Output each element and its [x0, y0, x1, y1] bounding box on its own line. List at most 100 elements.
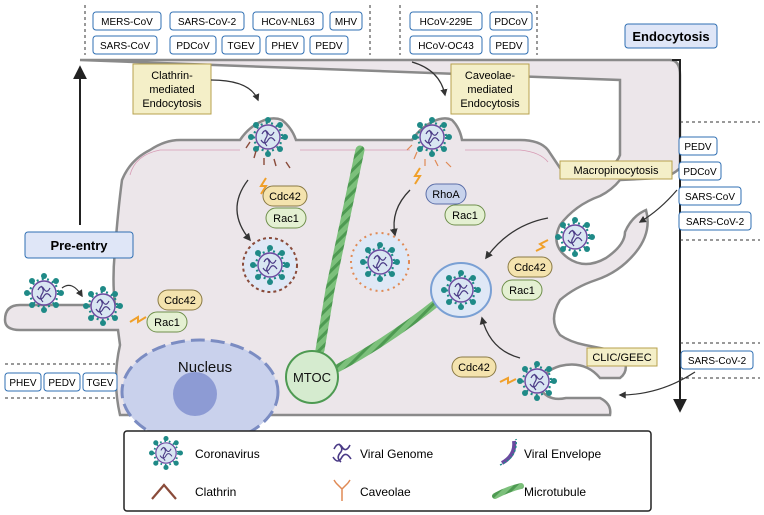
svg-text:mediated: mediated [149, 84, 194, 96]
endocytosis-header: Endocytosis [624, 23, 718, 49]
tag-pedv-right: PEDV [678, 136, 718, 156]
tag-pdcov-top-left: PDCoV [169, 35, 217, 55]
protein-rhoa: RhoA [425, 183, 467, 205]
tag-pedv-top-mid: PEDV [489, 35, 529, 55]
svg-text:HCoV-229E: HCoV-229E [420, 17, 473, 28]
signal-bolt-3 [535, 239, 549, 252]
legend-caveolae-icon [333, 479, 351, 501]
microtubule-2 [334, 296, 444, 372]
svg-text:RhoA: RhoA [432, 189, 460, 201]
svg-text:Pre-entry: Pre-entry [50, 238, 108, 253]
signal-bolt-5 [499, 376, 517, 385]
arrow-caveolae-vesicle [389, 189, 411, 237]
tag-phev-top: PHEV [265, 35, 305, 55]
svg-text:SARS-CoV-2: SARS-CoV-2 [686, 217, 745, 228]
svg-text:mediated: mediated [467, 84, 512, 96]
svg-text:Endocytosis: Endocytosis [142, 98, 202, 110]
tag-sars-cov-2-clic: SARS-CoV-2 [680, 350, 754, 370]
svg-text:HCoV-NL63: HCoV-NL63 [261, 17, 315, 28]
arrow-caveolae-label [411, 61, 448, 97]
protein-cdc42-clathrin: Cdc42 [262, 185, 308, 207]
virus-endosome [439, 268, 483, 312]
protein-rac1-pre-entry: Rac1 [146, 311, 188, 333]
svg-text:TGEV: TGEV [227, 41, 255, 52]
virus-caveolae-vesicle [358, 240, 402, 284]
svg-text:PHEV: PHEV [271, 41, 299, 52]
arrow-clathrin-label [210, 79, 260, 102]
svg-text:SARS-CoV-2: SARS-CoV-2 [688, 356, 747, 367]
protein-rac1-clathrin: Rac1 [265, 207, 307, 229]
arrow-clic-tags [618, 371, 696, 399]
legend-clathrin-icon [151, 483, 177, 500]
legend-viral-envelope-label: Viral Envelope [524, 447, 601, 461]
svg-text:SARS-CoV-2: SARS-CoV-2 [178, 17, 237, 28]
mtoc [285, 350, 339, 404]
virus-clathrin-pit [246, 115, 290, 159]
svg-text:Rac1: Rac1 [452, 210, 478, 222]
protein-cdc42-macro: Cdc42 [507, 256, 553, 278]
microtubule-1 [315, 145, 365, 355]
virus-clathrin-vesicle [248, 243, 292, 287]
svg-text:Macropinocytosis: Macropinocytosis [574, 165, 659, 177]
svg-text:MERS-CoV: MERS-CoV [101, 17, 153, 28]
clathrin-pathway-label: Clathrin- mediated Endocytosis [132, 63, 212, 115]
macropinocytosis-label: Macropinocytosis [559, 160, 673, 180]
svg-text:PEDV: PEDV [495, 41, 523, 52]
tag-tgev-top: TGEV [221, 35, 261, 55]
svg-text:MHV: MHV [335, 17, 358, 28]
arrow-clathrin-vesicle [236, 179, 251, 242]
arrow-macro-tags [638, 189, 678, 223]
svg-text:Endocytosis: Endocytosis [460, 98, 520, 110]
tag-hcov-oc43: HCoV-OC43 [409, 35, 483, 55]
tag-sars-cov-2-top: SARS-CoV-2 [169, 11, 245, 31]
clathrin-coat [245, 141, 291, 169]
svg-text:Cdc42: Cdc42 [514, 262, 546, 274]
svg-text:PDCoV: PDCoV [176, 41, 210, 52]
virus-macropinocytosis [553, 215, 597, 259]
legend-viral-envelope-icon [499, 438, 517, 466]
tag-sars-cov-right: SARS-CoV [678, 186, 742, 206]
virus-pre-entry-2 [81, 284, 125, 328]
tag-mers-cov: MERS-CoV [92, 11, 162, 31]
svg-text:Cdc42: Cdc42 [269, 191, 301, 203]
svg-text:TGEV: TGEV [86, 378, 114, 389]
protein-cdc42-pre-entry: Cdc42 [157, 289, 203, 311]
caveolae-coat [406, 144, 452, 168]
signal-bolt-1 [259, 177, 268, 195]
tag-pedv-top-left: PEDV [309, 35, 349, 55]
virus-caveolae-pit [410, 115, 454, 159]
svg-text:SARS-CoV: SARS-CoV [100, 41, 150, 52]
legend-viral-genome-icon [332, 443, 352, 463]
endocytosis-flow-arrow [672, 59, 687, 413]
pre-entry-header: Pre-entry [24, 231, 134, 259]
virus-clic [515, 359, 559, 403]
tag-tgev-left: TGEV [82, 372, 118, 392]
svg-text:Endocytosis: Endocytosis [632, 29, 709, 44]
svg-text:PEDV: PEDV [684, 142, 712, 153]
tag-phev-left: PHEV [4, 372, 42, 392]
clic-geec-label: CLIC/GEEC [586, 347, 658, 367]
svg-text:Cdc42: Cdc42 [164, 295, 196, 307]
tag-hcov-nl63: HCoV-NL63 [252, 11, 324, 31]
svg-text:Rac1: Rac1 [509, 285, 535, 297]
tag-hcov-229e: HCoV-229E [409, 11, 483, 31]
mtoc-label: MTOC [293, 370, 331, 385]
arrow-pre-entry [61, 284, 83, 298]
arrow-macro-endosome [485, 217, 549, 260]
svg-text:SARS-CoV: SARS-CoV [685, 192, 735, 203]
legend-coronavirus-icon [148, 435, 184, 471]
legend-microtubule-label: Microtubule [524, 485, 586, 499]
protein-rac1-macro: Rac1 [501, 279, 543, 301]
legend-caveolae-label: Caveolae [360, 485, 411, 499]
svg-text:CLIC/GEEC: CLIC/GEEC [592, 352, 651, 364]
arrow-clic-endosome [479, 316, 521, 359]
virus-pre-entry-1 [22, 271, 66, 315]
svg-text:PDCoV: PDCoV [683, 167, 717, 178]
svg-text:Clathrin-: Clathrin- [151, 70, 193, 82]
legend-microtubule-icon [492, 483, 524, 499]
svg-text:Caveolae-: Caveolae- [465, 70, 515, 82]
svg-text:Cdc42: Cdc42 [458, 362, 490, 374]
caveolae-pathway-label: Caveolae- mediated Endocytosis [450, 63, 530, 115]
nucleus-label: Nucleus [178, 359, 232, 376]
